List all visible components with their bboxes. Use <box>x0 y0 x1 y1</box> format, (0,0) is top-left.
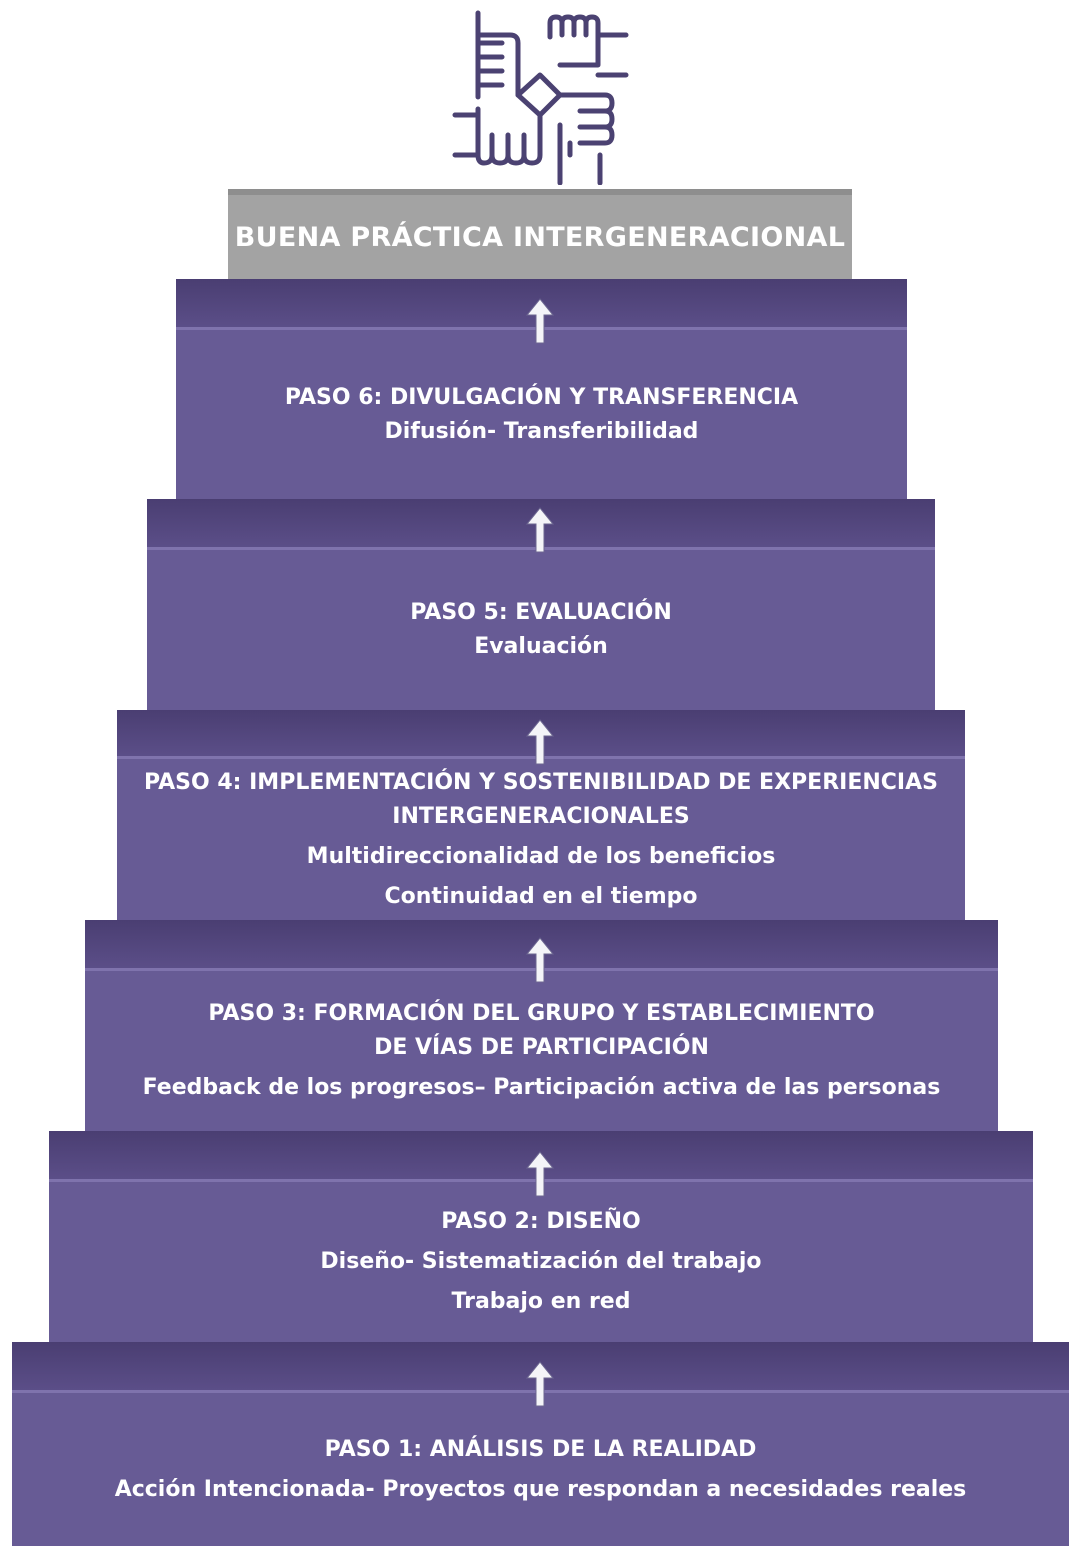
step-face: PASO 4: IMPLEMENTACIÓN Y SOSTENIBILIDAD … <box>117 756 965 920</box>
up-arrow-icon <box>525 1151 555 1197</box>
step-title: PASO 2: DISEÑO <box>441 1209 641 1234</box>
up-arrow-icon <box>525 1361 555 1407</box>
step-title: INTERGENERACIONALES <box>392 803 690 829</box>
step-detail: Multidireccionalidad de los beneficios <box>306 843 776 869</box>
step-title: PASO 1: ANÁLISIS DE LA REALIDAD <box>324 1436 757 1462</box>
step-title: PASO 4: IMPLEMENTACIÓN Y SOSTENIBILIDAD … <box>144 769 938 795</box>
step-title: DE VÍAS DE PARTICIPACIÓN <box>374 1035 709 1060</box>
step-face: PASO 5: EVALUACIÓN Evaluación <box>147 547 935 710</box>
up-arrow-icon <box>525 719 555 765</box>
step-detail: Continuidad en el tiempo <box>384 883 698 909</box>
step-face: PASO 3: FORMACIÓN DEL GRUPO Y ESTABLECIM… <box>85 968 998 1131</box>
step-detail: Acción Intencionada- Proyectos que respo… <box>114 1476 967 1502</box>
top-cap: BUENA PRÁCTICA INTERGENERACIONAL <box>228 189 852 279</box>
step-6: PASO 6: DIVULGACIÓN Y TRANSFERENCIA Difu… <box>176 279 907 499</box>
step-detail: Diseño- Sistematización del trabajo <box>320 1249 762 1274</box>
step-detail: Evaluación <box>474 634 608 659</box>
step-face: PASO 2: DISEÑO Diseño- Sistematización d… <box>49 1179 1033 1342</box>
step-detail: Trabajo en red <box>451 1289 631 1314</box>
step-title: PASO 3: FORMACIÓN DEL GRUPO Y ESTABLECIM… <box>208 1001 875 1026</box>
up-arrow-icon <box>525 507 555 553</box>
step-1: PASO 1: ANÁLISIS DE LA REALIDAD Acción I… <box>12 1342 1069 1546</box>
step-face: PASO 6: DIVULGACIÓN Y TRANSFERENCIA Difu… <box>176 327 907 499</box>
hands-together-icon <box>452 10 629 185</box>
up-arrow-icon <box>525 298 555 344</box>
step-detail: Feedback de los progresos– Participación… <box>142 1075 941 1100</box>
step-title: PASO 5: EVALUACIÓN <box>410 600 672 625</box>
top-cap-title: BUENA PRÁCTICA INTERGENERACIONAL <box>234 221 846 253</box>
step-detail: Difusión- Transferibilidad <box>384 418 699 444</box>
up-arrow-icon <box>525 937 555 983</box>
step-title: PASO 6: DIVULGACIÓN Y TRANSFERENCIA <box>284 384 799 410</box>
step-face: PASO 1: ANÁLISIS DE LA REALIDAD Acción I… <box>12 1390 1069 1546</box>
